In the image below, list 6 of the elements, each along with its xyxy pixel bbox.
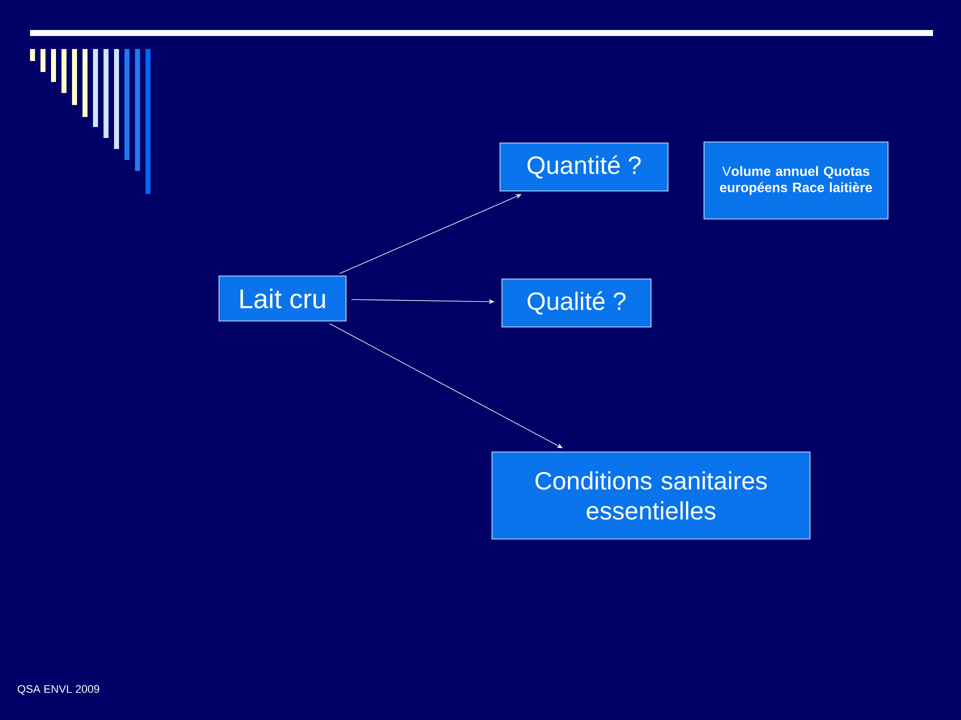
text-box: Volume annuel Quotas européens Race laitière [704, 142, 888, 220]
text-box: Qualité ? [502, 278, 652, 328]
text-box: Conditions sanitaires essentielles [492, 452, 810, 540]
footer-text: QSA ENVL 2009 [18, 685, 100, 695]
text-box: Quantité ? [500, 142, 668, 192]
text-box: Lait cru [218, 276, 346, 322]
